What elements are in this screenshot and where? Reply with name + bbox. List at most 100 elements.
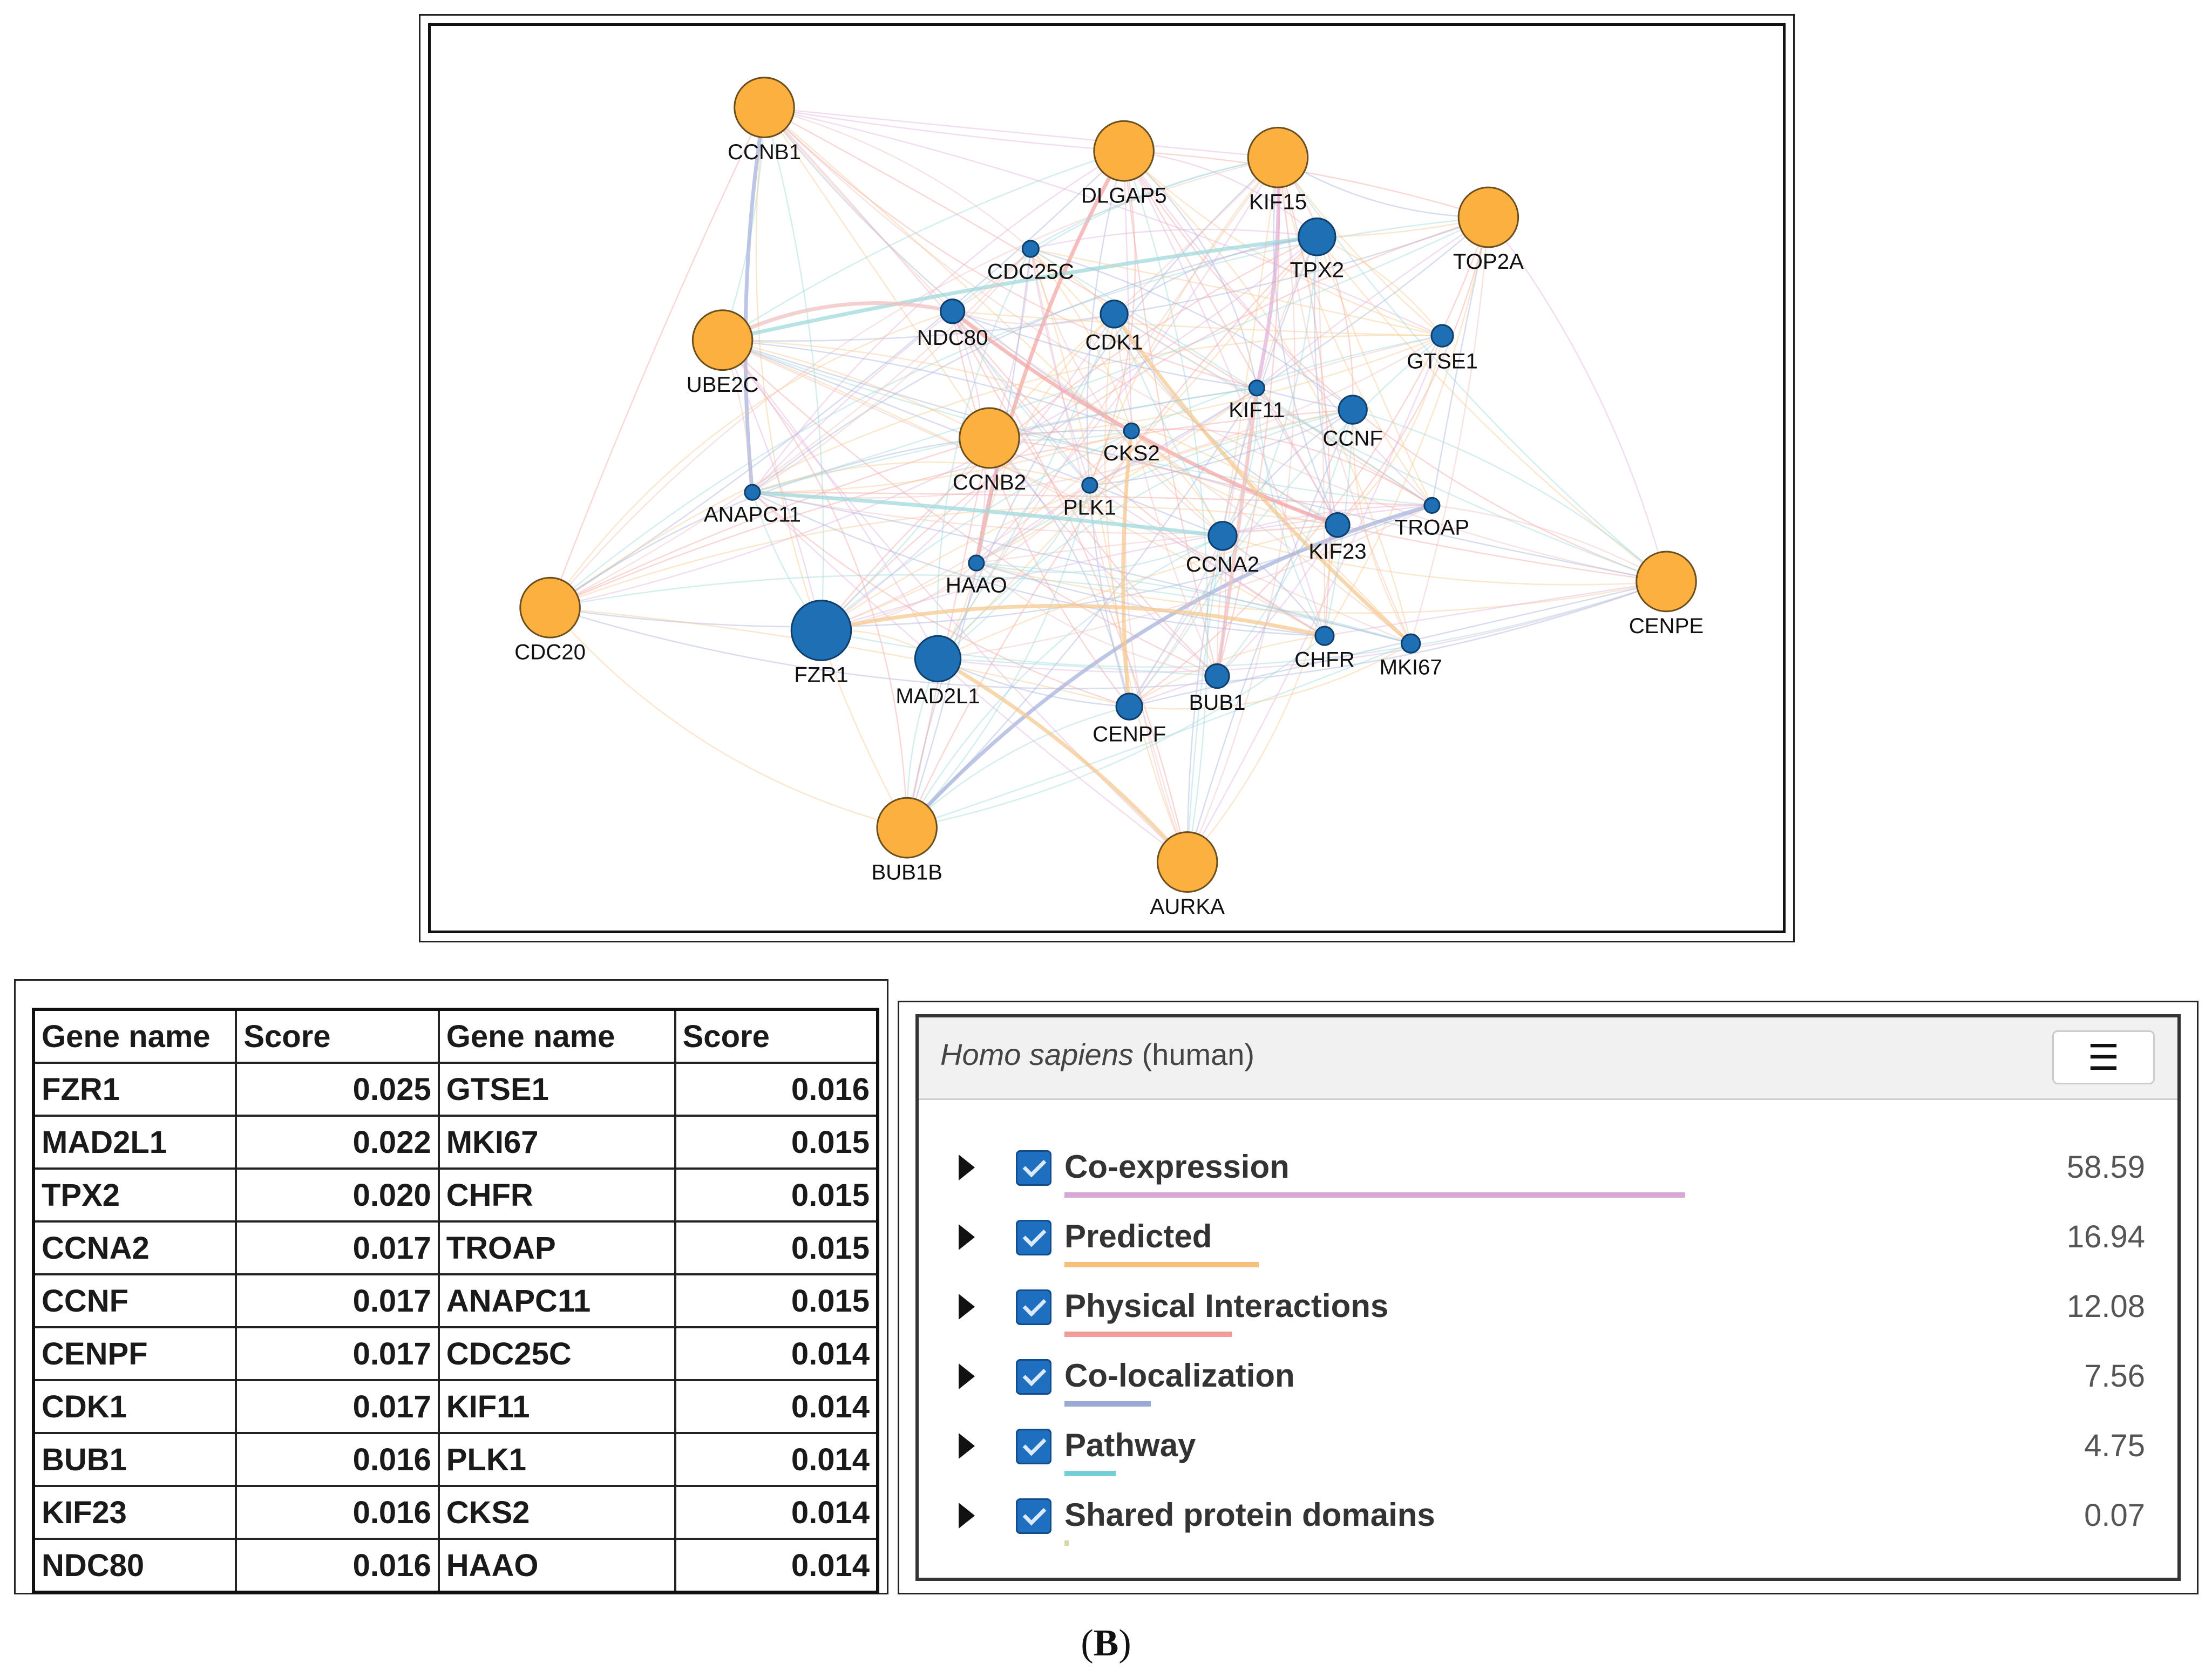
- caption-open-paren: (: [1081, 1622, 1094, 1664]
- score-cell: 0.017: [235, 1220, 440, 1275]
- network-edge: [989, 437, 1130, 707]
- gene-node-cdc20[interactable]: [519, 576, 581, 639]
- network-edge: [938, 505, 1433, 660]
- network-edge: [1104, 314, 1188, 863]
- gene-node-chfr[interactable]: [1314, 626, 1335, 646]
- score-cell: 0.022: [235, 1115, 440, 1170]
- gene-node-bub1b[interactable]: [876, 797, 938, 859]
- gene-node-kif15[interactable]: [1247, 126, 1309, 188]
- legend-weight-bar: [1064, 1540, 1069, 1546]
- gene-node-ccnb1[interactable]: [734, 77, 795, 138]
- gene-name-cell: CENPF: [32, 1326, 238, 1381]
- network-edge: [1129, 535, 1224, 707]
- score-cell: 0.025: [235, 1062, 440, 1117]
- gene-name-cell: HAAO: [437, 1538, 676, 1593]
- network-edge: [752, 461, 1090, 493]
- gene-node-cdk1[interactable]: [1100, 300, 1129, 329]
- gene-node-anapc11[interactable]: [744, 484, 761, 501]
- gene-node-ccnb2[interactable]: [959, 407, 1020, 469]
- network-edge: [1186, 236, 1318, 863]
- expand-arrow-icon[interactable]: [959, 1433, 975, 1459]
- checkbox-checked-icon[interactable]: [1016, 1289, 1051, 1325]
- network-edge: [952, 310, 1412, 644]
- gene-node-label: CDC20: [514, 640, 586, 664]
- checkbox-checked-icon[interactable]: [1016, 1359, 1051, 1395]
- gene-node-cks2[interactable]: [1123, 422, 1140, 439]
- checkbox-checked-icon[interactable]: [1016, 1429, 1051, 1464]
- gene-node-ube2c[interactable]: [691, 309, 754, 371]
- gene-node-fzr1[interactable]: [790, 600, 852, 661]
- network-edge: [952, 311, 1130, 707]
- network-edge: [1030, 248, 1132, 431]
- score-cell: 0.015: [674, 1167, 879, 1223]
- gene-node-kif11[interactable]: [1248, 379, 1265, 397]
- network-edge: [1216, 236, 1318, 676]
- expand-arrow-icon[interactable]: [959, 1155, 975, 1180]
- gene-node-dlgap5[interactable]: [1093, 120, 1155, 182]
- gene-name-cell: CDK1: [32, 1379, 238, 1434]
- network-edge: [989, 387, 1257, 439]
- menu-button[interactable]: ☰: [2052, 1030, 2155, 1084]
- gene-node-aurka[interactable]: [1156, 831, 1218, 893]
- network-edge: [820, 409, 1353, 632]
- gene-node-label: CENPE: [1629, 614, 1704, 638]
- network-edge: [1030, 248, 1353, 411]
- gene-node-label: KIF11: [1229, 398, 1285, 422]
- checkbox-checked-icon[interactable]: [1016, 1220, 1051, 1255]
- gene-node-ccna2[interactable]: [1207, 521, 1238, 551]
- gene-node-kif23[interactable]: [1325, 512, 1351, 538]
- legend-item-label: Shared protein domains: [1064, 1497, 1435, 1533]
- checkbox-checked-icon[interactable]: [1016, 1150, 1051, 1186]
- gene-node-label: CCNA2: [1186, 552, 1259, 576]
- gene-node-bub1[interactable]: [1204, 663, 1230, 689]
- gene-node-cenpf[interactable]: [1115, 692, 1143, 721]
- network-edge: [976, 485, 1090, 564]
- gene-node-label: TPX2: [1290, 257, 1345, 282]
- gene-node-mad2l1[interactable]: [914, 635, 962, 683]
- score-cell: 0.014: [674, 1538, 879, 1593]
- gene-node-gtse1[interactable]: [1430, 324, 1454, 348]
- network-edge: [976, 524, 1338, 564]
- gene-node-top2a[interactable]: [1457, 186, 1519, 248]
- network-edge: [722, 339, 1433, 506]
- network-edge: [820, 603, 1325, 638]
- network-edge: [1186, 525, 1339, 863]
- gene-node-mki67[interactable]: [1401, 633, 1421, 654]
- checkbox-checked-icon[interactable]: [1016, 1498, 1051, 1534]
- gene-node-ccnf[interactable]: [1338, 395, 1368, 425]
- network-edge: [906, 705, 1130, 829]
- gene-node-ndc80[interactable]: [940, 298, 966, 324]
- network-edge: [906, 236, 1318, 829]
- network-nodes: [519, 77, 1697, 893]
- expand-arrow-icon[interactable]: [959, 1503, 975, 1529]
- gene-node-cenpe[interactable]: [1636, 551, 1697, 613]
- gene-node-haao[interactable]: [968, 554, 985, 572]
- network-edge: [1123, 151, 1326, 636]
- network-edge: [1131, 428, 1433, 506]
- gene-node-cdc25c[interactable]: [1021, 240, 1040, 258]
- gene-node-label: KIF15: [1249, 189, 1307, 214]
- species-label: Homo sapiens (human): [940, 1037, 1254, 1072]
- expand-arrow-icon[interactable]: [959, 1294, 975, 1320]
- gene-node-plk1[interactable]: [1081, 477, 1098, 494]
- legend-item-value: 58.59: [2066, 1150, 2145, 1185]
- network-edge: [1129, 643, 1412, 710]
- network-edge: [1113, 314, 1224, 537]
- score-cell: 0.020: [235, 1167, 440, 1223]
- gene-node-troap[interactable]: [1423, 497, 1441, 514]
- gene-node-tpx2[interactable]: [1298, 218, 1336, 256]
- expand-arrow-icon[interactable]: [959, 1363, 975, 1389]
- network-edge: [988, 437, 1218, 677]
- expand-arrow-icon[interactable]: [959, 1224, 975, 1250]
- network-edge: [1337, 524, 1667, 582]
